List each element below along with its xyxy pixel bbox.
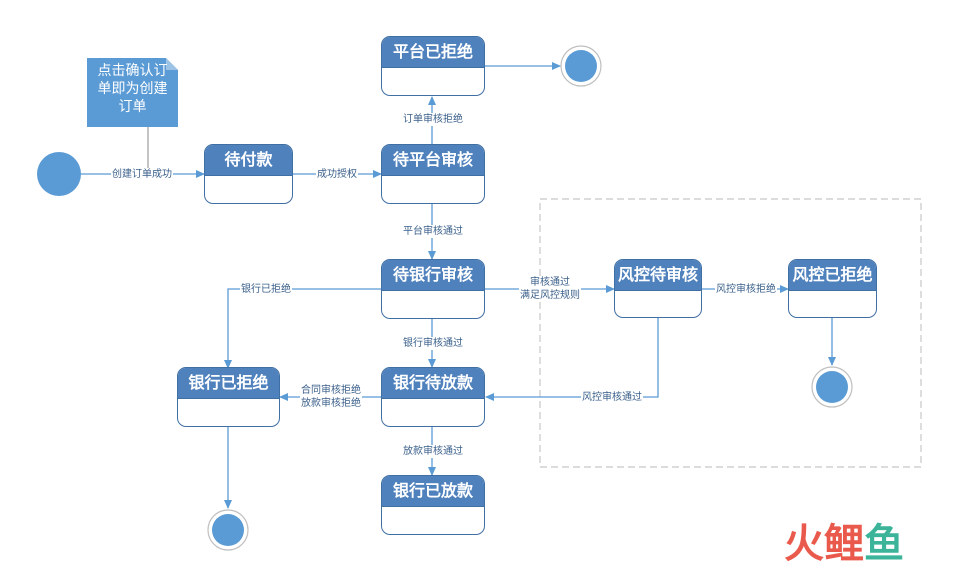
state-risk-rejected[interactable]: 风控已拒绝 <box>788 259 877 318</box>
final-node-bank <box>207 509 249 551</box>
arrow-risk-passed <box>485 318 659 401</box>
watermark-char-3: 鱼 <box>864 521 904 567</box>
state-pending-payment[interactable]: 待付款 <box>204 144 293 204</box>
state-title: 银行待放款 <box>382 368 484 399</box>
label-bank-rejected: 银行已拒绝 <box>240 283 292 296</box>
label-create-order: 创建订单成功 <box>111 168 173 181</box>
state-risk-review[interactable]: 风控待审核 <box>614 259 702 318</box>
watermark-logo: 火鲤鱼 <box>784 522 904 566</box>
state-title: 风控已拒绝 <box>789 260 876 291</box>
label-loan-passed: 放款审核通过 <box>402 445 464 458</box>
arrow-bank-rejected <box>224 288 381 369</box>
state-title: 银行已拒绝 <box>178 368 279 399</box>
state-platform-rejected[interactable]: 平台已拒绝 <box>381 36 485 96</box>
label-review-passed-line2: 满足风控规则 <box>520 290 580 301</box>
state-title: 风控待审核 <box>615 260 701 291</box>
label-loan-rejected-line: 放款审核拒绝 <box>301 398 361 409</box>
state-title: 银行已放款 <box>382 476 484 507</box>
state-title: 平台已拒绝 <box>382 37 484 68</box>
note-shape <box>87 58 178 172</box>
watermark-char-2: 鲤 <box>824 521 864 567</box>
state-pending-platform-review[interactable]: 待平台审核 <box>381 144 485 204</box>
state-bank-rejected[interactable]: 银行已拒绝 <box>177 367 280 427</box>
label-order-rejected: 订单审核拒绝 <box>402 113 464 126</box>
note-line-2: 单即为创建 <box>97 81 168 97</box>
label-contract-rejected: 合同审核拒绝 <box>301 385 361 396</box>
state-pending-bank-review[interactable]: 待银行审核 <box>381 259 485 319</box>
state-title: 待银行审核 <box>382 260 484 291</box>
label-review-passed: 审核通过 满足风控规则 <box>519 276 581 302</box>
label-auth: 成功授权 <box>316 168 358 181</box>
note-line-1: 点击确认订 <box>97 63 168 79</box>
state-bank-pending-loan[interactable]: 银行待放款 <box>381 367 485 427</box>
label-risk-rejected: 风控审核拒绝 <box>715 283 777 296</box>
risk-control-frame <box>539 198 922 468</box>
note-line-3: 订单 <box>118 99 147 115</box>
note-text: 点击确认订 单即为创建 订单 <box>87 62 178 116</box>
label-bank-passed: 银行审核通过 <box>402 337 464 350</box>
state-title: 待付款 <box>205 145 292 176</box>
watermark-char-1: 火 <box>784 521 824 567</box>
label-review-passed-line1: 审核通过 <box>530 277 570 288</box>
state-title: 待平台审核 <box>382 145 484 176</box>
initial-node <box>37 152 81 196</box>
final-node-platform <box>560 45 602 87</box>
label-loan-rejected: 合同审核拒绝 放款审核拒绝 <box>300 384 362 410</box>
state-bank-loaned[interactable]: 银行已放款 <box>381 475 485 535</box>
label-risk-passed: 风控审核通过 <box>581 391 643 404</box>
label-platform-passed: 平台审核通过 <box>402 225 464 238</box>
final-node-risk <box>811 366 853 408</box>
